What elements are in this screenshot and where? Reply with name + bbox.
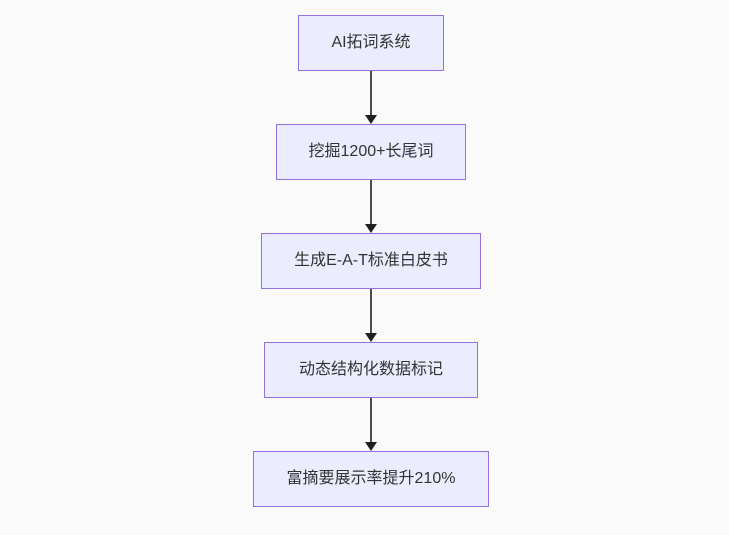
edge-4-line (370, 398, 372, 442)
edge-2-line (370, 180, 372, 224)
node-3-label: 生成E-A-T标准白皮书 (294, 252, 448, 269)
node-1: AI拓词系统 (298, 15, 444, 71)
node-1-label: AI拓词系统 (331, 34, 411, 51)
node-2: 挖掘1200+长尾词 (276, 124, 466, 180)
arrow-down-icon (365, 333, 377, 342)
edge-2 (365, 180, 377, 233)
node-5-label: 富摘要展示率提升210% (286, 470, 456, 487)
arrow-down-icon (365, 224, 377, 233)
node-3: 生成E-A-T标准白皮书 (261, 233, 481, 289)
flowchart: AI拓词系统 挖掘1200+长尾词 生成E-A-T标准白皮书 动态结构化数据标记 (253, 15, 489, 507)
edge-1-line (370, 71, 372, 115)
node-4-label: 动态结构化数据标记 (298, 361, 443, 378)
node-4: 动态结构化数据标记 (264, 342, 478, 398)
edge-3 (365, 289, 377, 342)
edge-3-line (370, 289, 372, 333)
node-5: 富摘要展示率提升210% (253, 451, 489, 507)
node-2-label: 挖掘1200+长尾词 (308, 143, 434, 160)
edge-1 (365, 71, 377, 124)
arrow-down-icon (365, 442, 377, 451)
edge-4 (365, 398, 377, 451)
arrow-down-icon (365, 115, 377, 124)
